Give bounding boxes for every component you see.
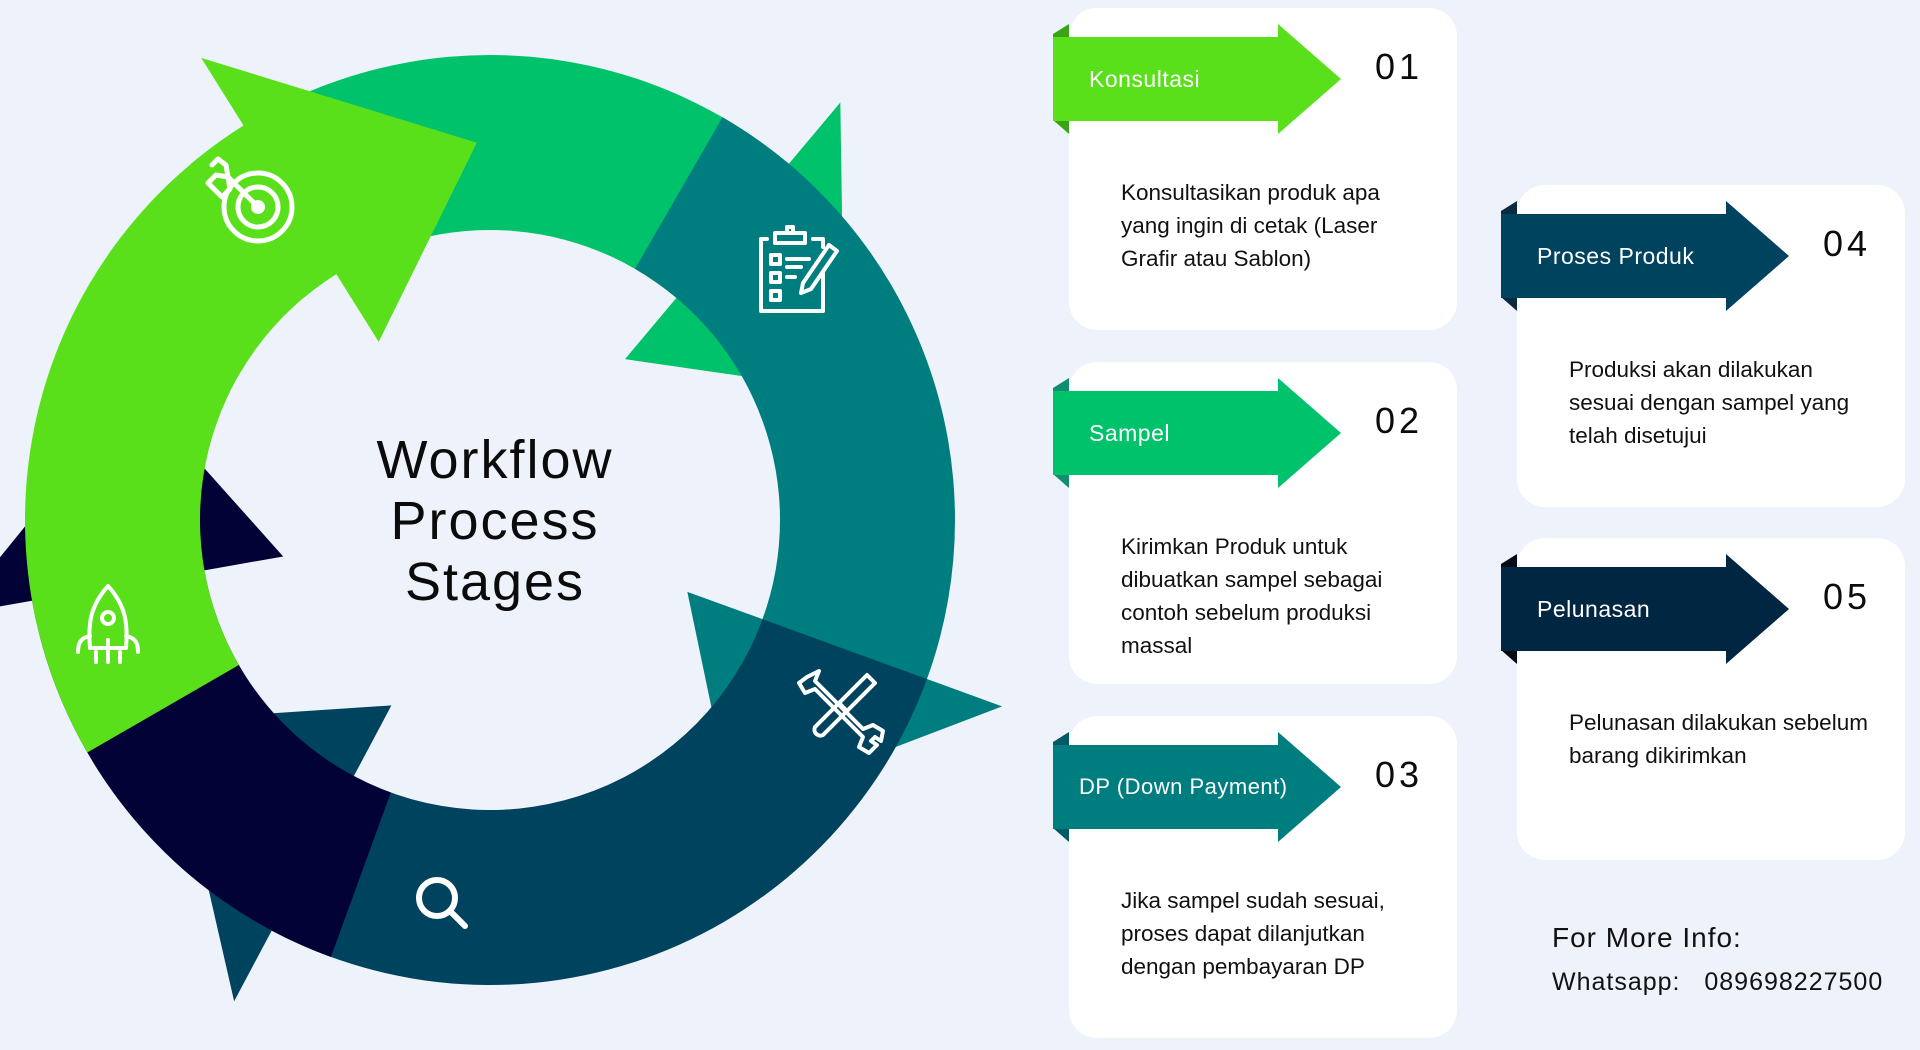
step-banner: Proses Produk [1501, 201, 1801, 311]
tools-icon [797, 669, 885, 755]
banner-arrow [1501, 554, 1789, 664]
title-line: Process [390, 491, 600, 551]
step-description: Produksi akan dilakukan sesuai dengan sa… [1569, 357, 1850, 448]
whatsapp-number[interactable]: 089698227500 [1704, 968, 1884, 996]
step-description: Pelunasan dilakukan sebelum barang dikir… [1569, 710, 1868, 768]
whatsapp-line: Whatsapp: 089698227500 [1552, 968, 1883, 997]
cycle-arrow-goal [24, 57, 477, 753]
step-number: 05 [1823, 576, 1872, 617]
clipboard-checklist-icon [759, 225, 839, 313]
banner-arrow-shape [1053, 732, 1341, 842]
cycle-arrow-review [169, 619, 927, 1002]
rocket-icon [76, 584, 140, 664]
banner-arrow-shape [1501, 554, 1789, 664]
step-card-3: DP (Down Payment) 03 Jika sampel sudah s… [1053, 716, 1457, 1038]
contact-info: For More Info: Whatsapp: 089698227500 [1552, 922, 1883, 997]
banner-arrow-shape [1053, 378, 1341, 488]
banner-arrow [1053, 24, 1341, 134]
banner-arrow [1501, 201, 1789, 311]
title-line: Stages [404, 552, 586, 612]
step-description: Konsultasikan produk apa yang ingin di c… [1121, 180, 1380, 271]
banner-arrow [1053, 732, 1341, 842]
step-description: Jika sampel sudah sesuai, proses dapat d… [1121, 888, 1385, 979]
step-card-1: Konsultasi 01 Konsultasikan produk apa y… [1053, 8, 1457, 330]
step-number: 03 [1375, 754, 1424, 795]
banner-arrow-shape [1053, 24, 1341, 134]
step-banner: Konsultasi [1053, 24, 1353, 134]
banner-arrow [1053, 378, 1341, 488]
step-label: Proses Produk [1537, 243, 1695, 269]
search-icon [416, 877, 468, 929]
step-number: 01 [1375, 46, 1424, 87]
step-description: Kirimkan Produk untuk dibuatkan sampel s… [1121, 534, 1383, 658]
step-number: 04 [1823, 223, 1872, 264]
workflow-cycle-diagram [0, 54, 1003, 1002]
step-banner: DP (Down Payment) [1053, 732, 1353, 842]
step-card-4: Proses Produk 04 Produksi akan dilakukan… [1501, 185, 1905, 507]
step-number: 02 [1375, 400, 1424, 441]
step-label: DP (Down Payment) [1079, 774, 1288, 799]
cycle-arrow-build [635, 117, 1003, 810]
step-label: Sampel [1089, 420, 1170, 446]
target-icon [205, 156, 295, 244]
step-label: Konsultasi [1089, 66, 1201, 92]
banner-arrow-shape [1501, 201, 1789, 311]
step-card-5: Pelunasan 05 Pelunasan dilakukan sebelum… [1501, 538, 1905, 860]
step-banner: Pelunasan [1501, 554, 1801, 664]
step-card-2: Sampel 02 Kirimkan Produk untuk dibuatka… [1053, 362, 1457, 684]
whatsapp-label: Whatsapp: [1552, 968, 1681, 996]
title-line: Workflow [376, 430, 614, 490]
step-banner: Sampel [1053, 378, 1353, 488]
contact-title: For More Info: [1552, 922, 1742, 953]
diagram-title: Workflow Process Stages [330, 430, 660, 613]
step-label: Pelunasan [1537, 596, 1651, 622]
